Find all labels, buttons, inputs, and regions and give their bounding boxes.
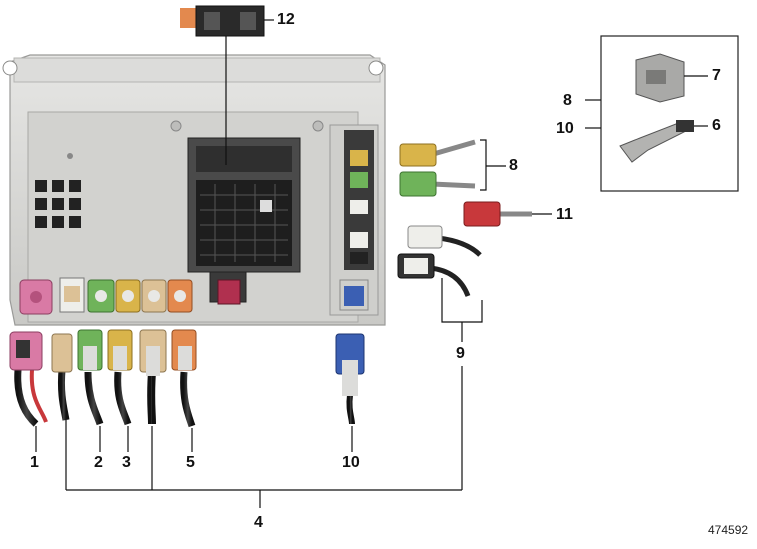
part-9-white bbox=[407, 225, 482, 257]
loose-connectors-bottom bbox=[9, 329, 365, 428]
inset-box bbox=[600, 35, 739, 192]
callout-10-inset: 10 bbox=[556, 120, 574, 137]
callout-2: 2 bbox=[94, 454, 103, 471]
leader-lines bbox=[35, 19, 708, 508]
head-unit bbox=[2, 54, 386, 326]
callout-7: 7 bbox=[712, 67, 721, 84]
callout-9: 9 bbox=[456, 345, 465, 362]
part-9-black bbox=[397, 253, 471, 297]
angled-connectors-right bbox=[397, 139, 532, 297]
callout-4: 4 bbox=[254, 514, 263, 531]
part-11-red bbox=[463, 201, 532, 227]
part-8-green bbox=[399, 171, 476, 197]
part-12-plug bbox=[180, 5, 265, 37]
bottom-connector-row bbox=[19, 277, 241, 315]
callout-8-main: 8 bbox=[509, 157, 518, 174]
callout-8-inset: 8 bbox=[563, 92, 572, 109]
part-7-cap bbox=[635, 53, 685, 103]
part-6-angled-adapter bbox=[619, 120, 694, 163]
reference-number: 474592 bbox=[708, 523, 749, 537]
part-8-yellow bbox=[399, 139, 476, 167]
right-connector-bank bbox=[329, 124, 379, 316]
callout-3: 3 bbox=[122, 454, 131, 471]
main-connector-block bbox=[187, 137, 301, 303]
callout-12: 12 bbox=[277, 11, 295, 28]
callout-6: 6 bbox=[712, 117, 721, 134]
callout-10-main: 10 bbox=[342, 454, 360, 471]
callout-11: 11 bbox=[556, 206, 573, 223]
vent-grid bbox=[35, 180, 81, 228]
callout-5: 5 bbox=[186, 454, 195, 471]
callout-1: 1 bbox=[30, 454, 39, 471]
